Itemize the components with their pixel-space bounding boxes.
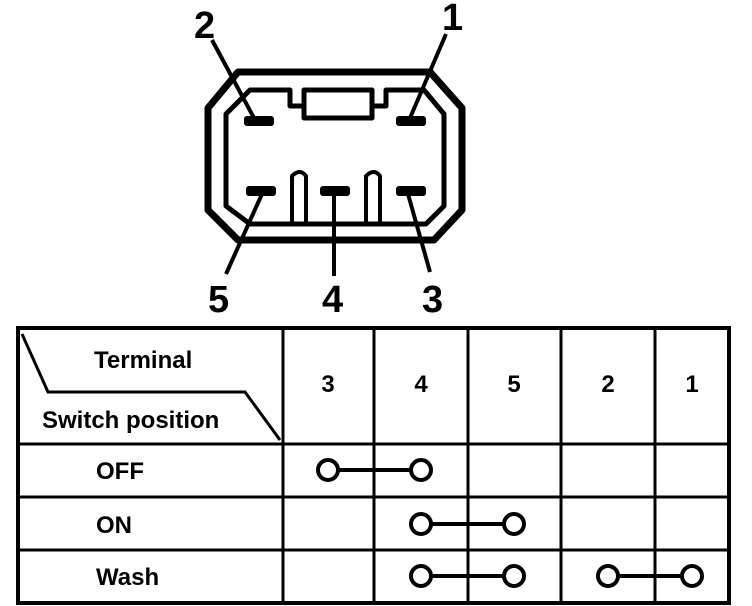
- continuity-marks: [316, 458, 704, 588]
- pin-3-terminal: [396, 186, 426, 196]
- header-diagonal-split: [20, 333, 282, 441]
- continuity-table: [16, 326, 731, 605]
- switch-position-row-labels: OFF ON Wash: [96, 458, 159, 591]
- pin-label-3: 3: [422, 279, 443, 321]
- pin-5-terminal: [246, 186, 276, 196]
- switch-position-label-off: OFF: [96, 458, 144, 485]
- connector-pins: [244, 116, 426, 196]
- switch-position-label-wash: Wash: [96, 564, 159, 591]
- switch-position-label-on: ON: [96, 512, 132, 539]
- leader-line-2: [210, 39, 256, 119]
- pin-4-terminal: [320, 186, 350, 196]
- leader-line-1: [408, 33, 448, 119]
- pin-2-terminal: [244, 116, 274, 126]
- pin-label-1: 1: [442, 0, 463, 39]
- connector-drawing: [204, 68, 466, 244]
- continuity-off-0-terminal-ring-0: [316, 458, 340, 482]
- continuity-wash-0-terminal-ring-0: [409, 564, 433, 588]
- pin-leader-lines: [210, 33, 448, 276]
- terminal-column-header-3: 3: [321, 371, 334, 398]
- leader-line-3: [406, 193, 432, 273]
- header-switch-position-label: Switch position: [42, 407, 219, 434]
- terminal-column-headers: 3 4 5 2 1: [321, 371, 698, 398]
- terminal-separator-left: [290, 170, 308, 224]
- terminal-column-header-4: 4: [414, 371, 428, 398]
- pin-1-terminal: [396, 116, 426, 126]
- continuity-on-0-terminal-ring-1: [502, 512, 526, 536]
- continuity-on-0-terminal-ring-0: [409, 512, 433, 536]
- continuity-wash-1-terminal-ring-1: [680, 564, 704, 588]
- leader-line-5: [224, 193, 264, 275]
- terminal-column-header-5: 5: [507, 371, 520, 398]
- pin-label-2: 2: [194, 5, 215, 47]
- terminal-separator-right: [364, 170, 382, 224]
- pin-label-5: 5: [208, 279, 229, 321]
- connector-outer-housing: [204, 68, 466, 244]
- pin-number-labels: 2 1 5 4 3: [194, 0, 463, 321]
- continuity-wash-1-terminal-ring-0: [596, 564, 620, 588]
- terminal-column-header-2: 2: [601, 371, 614, 398]
- continuity-off-0-terminal-ring-1: [409, 458, 433, 482]
- connector-key: [301, 90, 375, 121]
- terminal-column-header-1: 1: [685, 371, 698, 398]
- header-terminal-label: Terminal: [94, 347, 192, 374]
- continuity-wash-0-terminal-ring-1: [502, 564, 526, 588]
- pin-label-4: 4: [322, 279, 343, 321]
